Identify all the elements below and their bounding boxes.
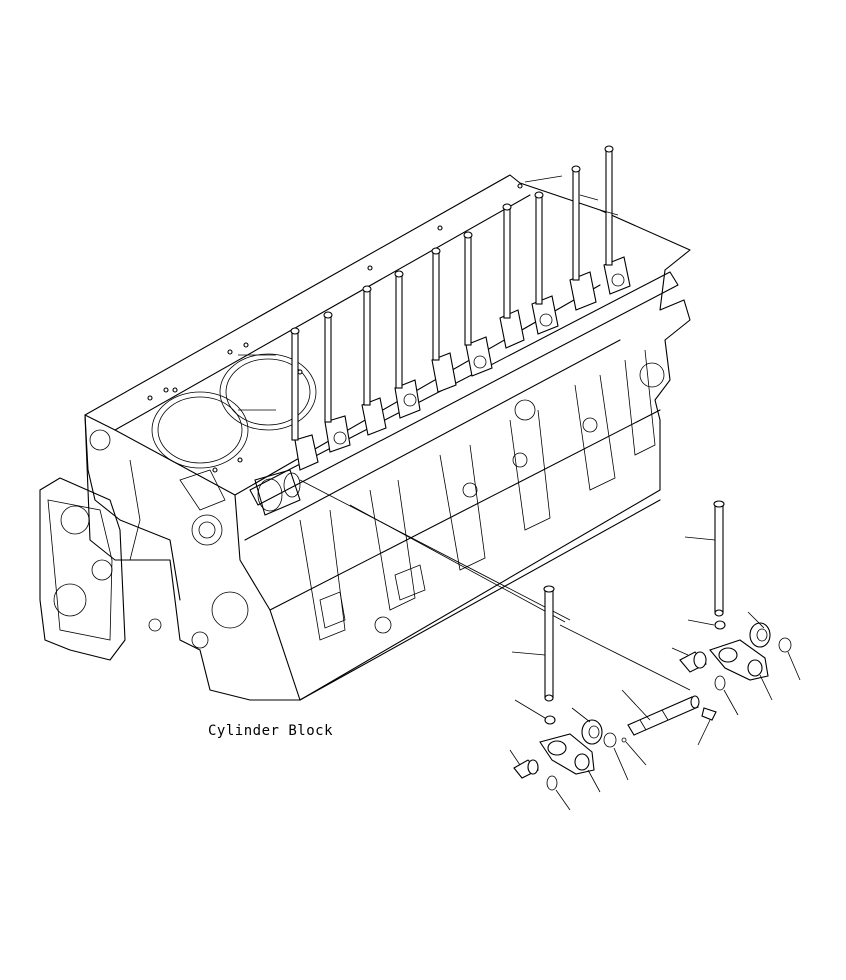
cylinder-block-label: Cylinder Block — [208, 723, 333, 739]
adjusting-nut-right — [687, 619, 726, 630]
installed-push-rods — [290, 145, 614, 441]
washer-right — [747, 611, 771, 648]
adjusting-screw — [697, 707, 717, 746]
deck-bolt-holes — [147, 183, 523, 473]
rocker-shaft-assembly — [249, 145, 679, 516]
crankcase-webs — [299, 349, 665, 641]
rocker-arm-right — [709, 639, 773, 701]
ring-left — [546, 775, 571, 811]
bushing-left — [509, 749, 539, 779]
cylinder-block — [39, 174, 691, 701]
snap-ring-right — [778, 637, 801, 681]
exploded-parts — [509, 500, 801, 811]
ring-right — [714, 675, 739, 716]
snap-ring-left — [603, 732, 647, 781]
rocker-arm-left — [539, 733, 601, 793]
installed-rocker-arms — [294, 256, 631, 471]
rocker-shaft — [621, 689, 700, 736]
adjusting-nut-left — [514, 699, 556, 725]
washer-left — [571, 707, 603, 745]
push-rod-left — [511, 585, 555, 702]
leader-lines — [238, 175, 691, 691]
push-rod-right — [684, 500, 725, 617]
bushing-right — [671, 647, 707, 673]
